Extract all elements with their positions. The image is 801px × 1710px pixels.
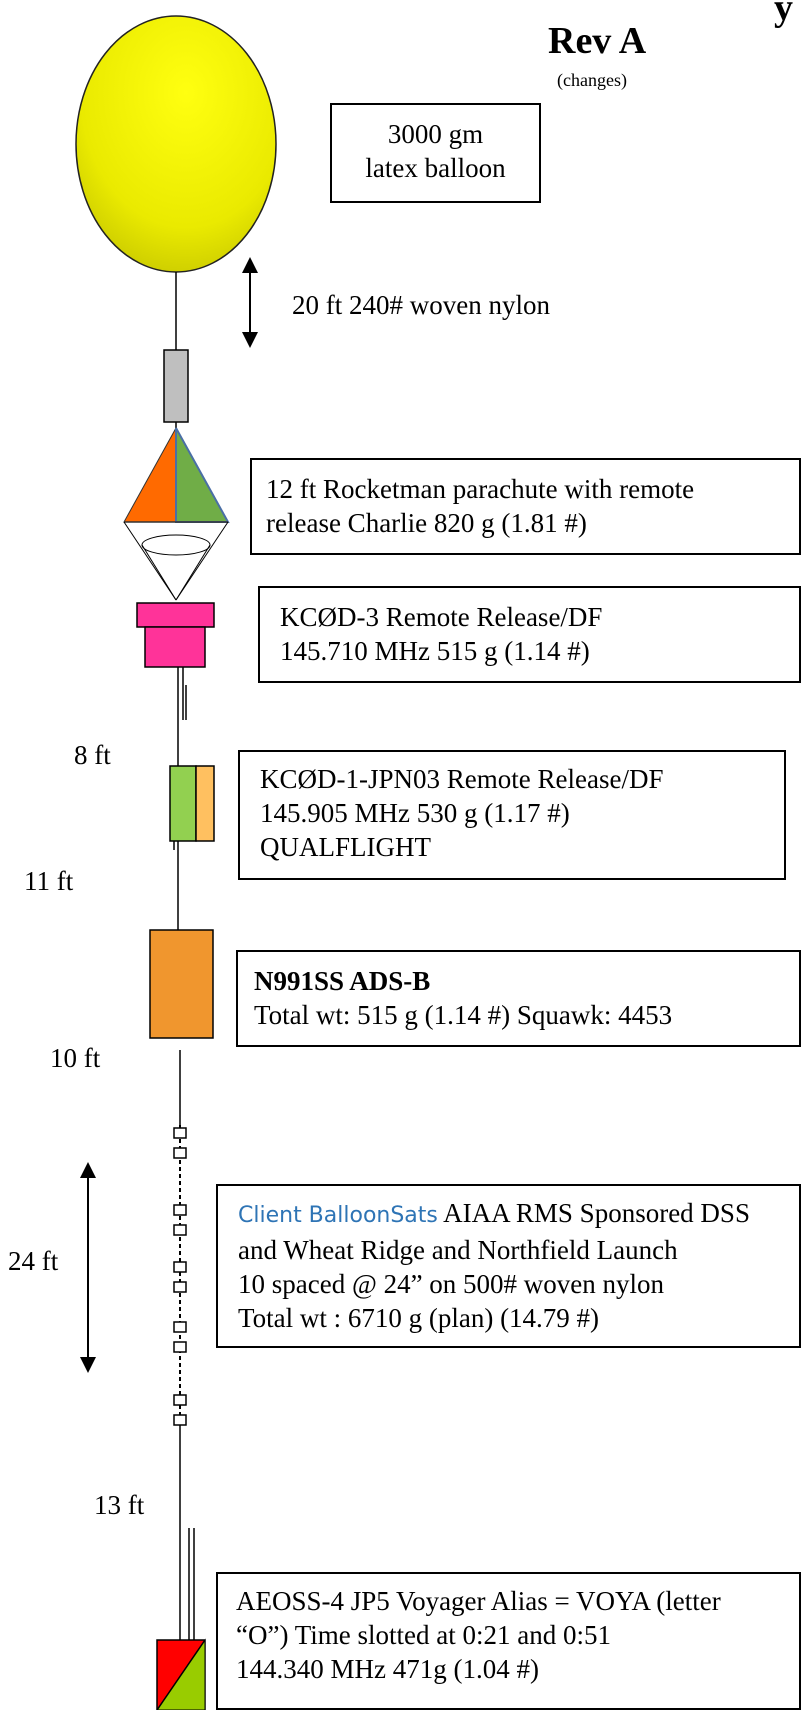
revision-label: Rev A <box>548 20 647 62</box>
adsb-weight: Total wt: 515 g (1.14 #) Squawk: 4453 <box>254 1000 673 1030</box>
client-balloonsats-label: Client BalloonSats <box>238 1203 438 1228</box>
adsb-title: N991SS ADS-B <box>254 966 431 996</box>
distance-24ft: 24 ft <box>8 1246 59 1276</box>
adsb-box: N991SS ADS-B Total wt: 515 g (1.14 #) Sq… <box>236 950 801 1047</box>
release2-line3: QUALFLIGHT <box>260 832 431 862</box>
release2-line1: KCØD-1-JPN03 Remote Release/DF <box>260 764 664 794</box>
client-box: Client BalloonSats AIAA RMS Sponsored DS… <box>216 1184 801 1348</box>
release2-right <box>195 765 215 842</box>
parachute-right <box>175 427 230 523</box>
parachute-line1: 12 ft Rocketman parachute with remote <box>266 474 695 504</box>
aeoss-line1: AEOSS-4 JP5 Voyager Alias = VOYA (letter <box>236 1586 721 1616</box>
release2-left <box>169 765 197 842</box>
release2-box: KCØD-1-JPN03 Remote Release/DF 145.905 M… <box>238 750 786 880</box>
aeoss-box: AEOSS-4 JP5 Voyager Alias = VOYA (letter… <box>216 1572 801 1710</box>
aeoss-antenna <box>188 1528 195 1640</box>
release2-line2: 145.905 MHz 530 g (1.17 #) <box>260 798 570 828</box>
balloon-type: latex balloon <box>365 153 506 183</box>
release1-antenna <box>177 667 187 745</box>
title-fragment: y <box>774 0 793 29</box>
client-line2: and Wheat Ridge and Northfield Launch <box>238 1235 678 1265</box>
distance-13ft: 13 ft <box>94 1490 145 1520</box>
distance-11ft: 11 ft <box>24 866 74 896</box>
client-line4: Total wt : 6710 g (plan) (14.79 #) <box>238 1303 600 1333</box>
distance-8ft: 8 ft <box>74 740 111 770</box>
release1-line1: KCØD-3 Remote Release/DF <box>280 602 603 632</box>
parachute-line2: release Charlie 820 g (1.81 #) <box>266 508 587 538</box>
client-balloonsats-string <box>173 1125 187 1426</box>
aeoss-line2: “O”) Time slotted at 0:21 and 0:51 <box>236 1620 611 1650</box>
client-line1: AIAA RMS Sponsored DSS <box>437 1198 750 1228</box>
release1-body <box>144 626 206 668</box>
aeoss-line3: 144.340 MHz 471g (1.04 #) <box>236 1654 539 1684</box>
swivel <box>163 349 189 423</box>
balloon-box: 3000 gm latex balloon <box>330 103 541 203</box>
release1-box: KCØD-3 Remote Release/DF 145.710 MHz 515… <box>258 586 801 683</box>
client-line3: 10 spaced @ 24” on 500# woven nylon <box>238 1269 665 1299</box>
latex-balloon <box>75 15 277 273</box>
release1-line2: 145.710 MHz 515 g (1.14 #) <box>280 636 590 666</box>
balloon-mass: 3000 gm <box>387 119 484 149</box>
adsb-payload <box>149 929 214 1039</box>
tether-top-label: 20 ft 240# woven nylon <box>292 290 550 320</box>
release1-top <box>136 602 215 628</box>
parachute-shroud-lines <box>123 521 229 601</box>
revision-changes: (changes) <box>557 70 627 90</box>
distance-10ft: 10 ft <box>50 1043 101 1073</box>
parachute-left <box>123 427 177 523</box>
parachute-box: 12 ft Rocketman parachute with remote re… <box>250 458 801 555</box>
